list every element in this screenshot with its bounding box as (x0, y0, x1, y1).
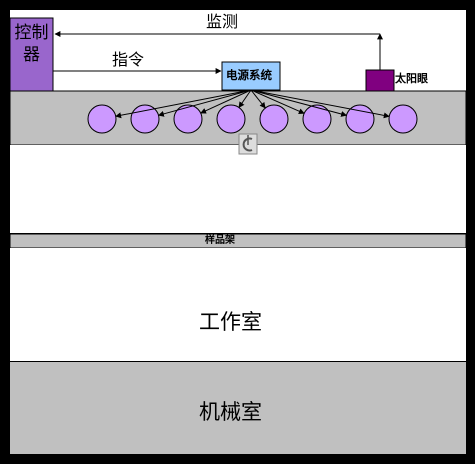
power-system-box (221, 61, 281, 91)
sensor-icon (238, 133, 258, 155)
power-system-label: 电源系统 (226, 68, 272, 82)
lamp-8 (388, 104, 418, 134)
lamp-3 (173, 104, 203, 134)
power-arrow-8 (250, 89, 390, 119)
power-arrow-4 (238, 89, 252, 108)
sample-rack-label: 样品架 (205, 235, 235, 246)
controller-box (9, 17, 54, 92)
machine-chamber-label: 机械室 (199, 400, 262, 424)
power-arrow-6 (250, 89, 305, 114)
power-arrow-7 (250, 89, 348, 117)
monitor-label: 监测 (206, 12, 239, 31)
command-label: 指令 (112, 50, 145, 69)
lamp-1 (87, 104, 117, 134)
lamp-5 (259, 104, 289, 134)
solar-eye-box (365, 69, 395, 92)
work-chamber (10, 248, 466, 361)
lamp-4 (216, 104, 246, 134)
upper-chamber-space (10, 145, 466, 233)
work-chamber-label: 工作室 (199, 310, 262, 334)
power-arrow-group (115, 89, 390, 119)
power-arrow-2 (157, 89, 252, 117)
power-arrow-5 (250, 89, 266, 109)
sample-rack-strip (9, 233, 467, 249)
lamp-6 (302, 104, 332, 134)
power-arrow-3 (200, 89, 252, 114)
machine-chamber (10, 362, 466, 454)
solar-eye-label: 太阳眼 (395, 72, 428, 85)
lamp-group (87, 104, 418, 134)
power-arrow-1 (115, 89, 252, 119)
controller-label: 控制器 (14, 23, 49, 65)
